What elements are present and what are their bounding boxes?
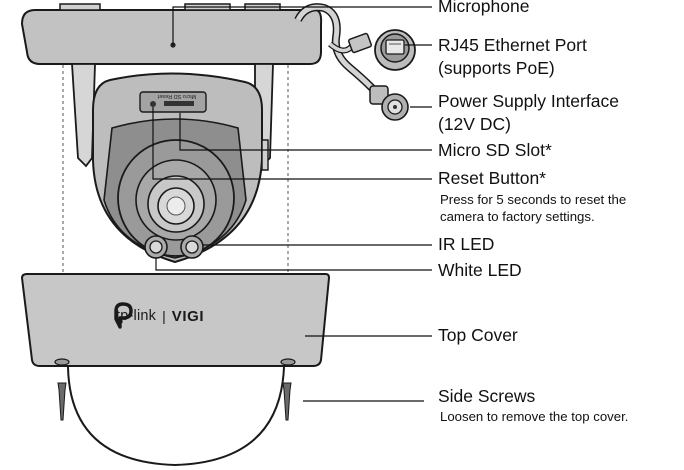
top-cover [20,273,331,367]
brand-name: tp-link [116,308,157,324]
ir-led [144,235,168,259]
label-ir-led: IR LED [438,234,495,254]
label-side-screws: Side Screws [438,386,536,406]
label-micro-sd: Micro SD Slot* [438,140,552,160]
alignment-guides [62,65,289,272]
leader-lines [152,6,432,402]
brand-logo: tp-link | VIGI [112,302,204,330]
micro-sd-slot: Micro SD Reset [139,91,207,113]
label-rj45-line1: RJ45 Ethernet Port [438,35,587,55]
label-top-cover: Top Cover [438,325,518,345]
camera-module: Micro SD Reset [92,72,269,264]
power-connector [369,85,409,121]
label-rj45-line2: (supports PoE) [438,58,555,78]
label-side-screws-note: Loosen to remove the top cover. [440,409,629,424]
white-led [180,235,204,259]
dome [67,366,285,467]
label-reset-note-1: Press for 5 seconds to reset the [440,192,627,207]
label-white-led: White LED [438,260,522,280]
brand-separator: | [162,308,166,324]
label-microphone: Microphone [438,0,530,16]
label-power-line1: Power Supply Interface [438,91,619,111]
label-power-line2: (12V DC) [438,114,511,134]
label-reset: Reset Button* [438,168,546,188]
rj45-connector [348,29,416,71]
mounting-base [20,3,323,65]
brand-product: VIGI [171,307,205,325]
label-reset-note-2: camera to factory settings. [440,209,595,224]
side-screws [57,382,292,421]
tp-link-logo-icon [114,302,133,329]
slot-marking: Micro SD Reset [157,93,196,99]
